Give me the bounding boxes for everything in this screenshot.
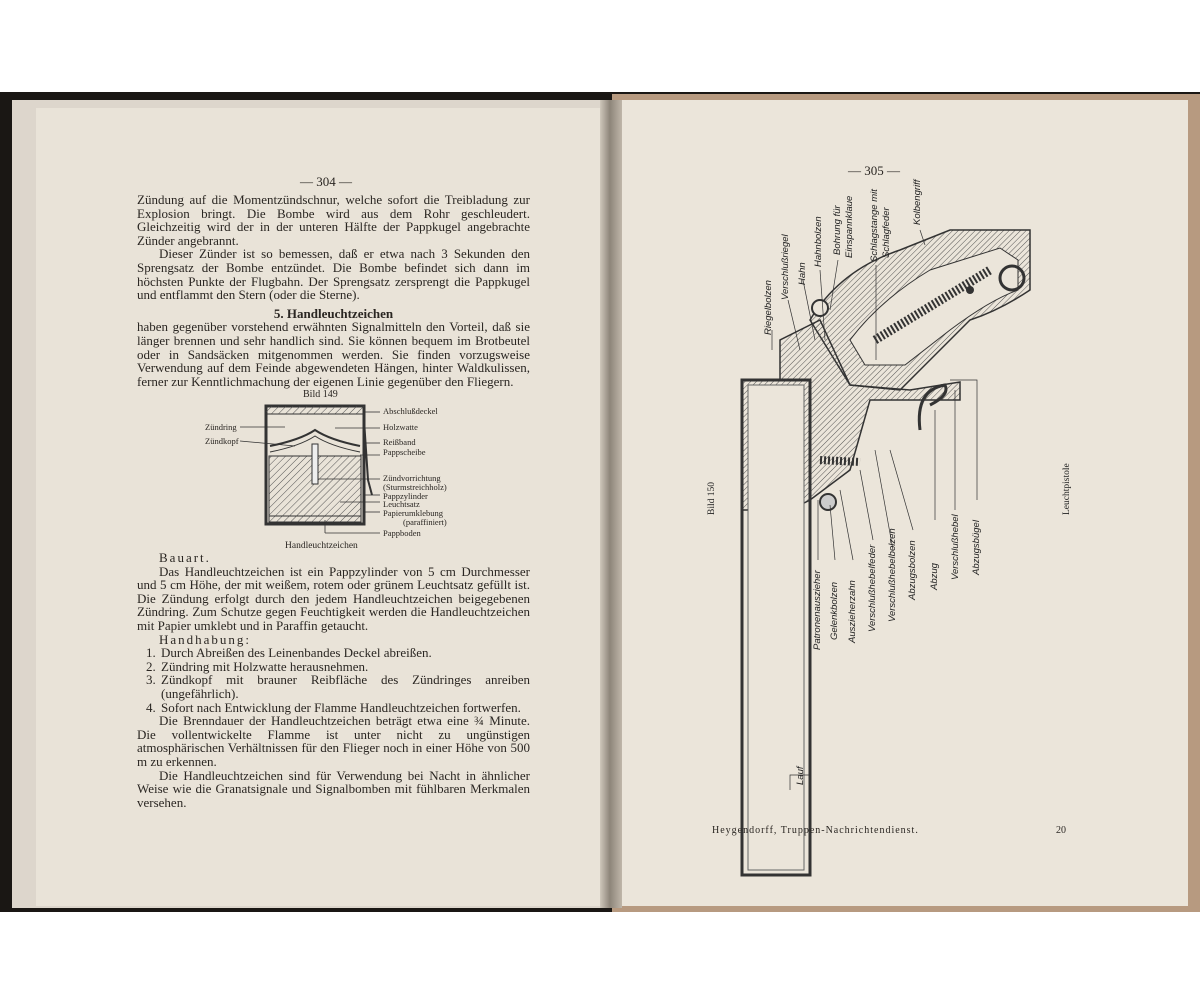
label-zuendvorrichtung: Zündvorrichtung [383,473,441,483]
handhabung-heading: Handhabung: [159,631,252,647]
step: Zündkopf mit brauner Reibfläche des Zünd… [159,673,530,700]
bauart-heading: Bauart. [159,550,211,565]
text-block-top: Zündung auf die Momentzündschnur, welche… [137,193,530,388]
book-spine [600,100,622,908]
label-zuendkopf: Zündkopf [205,436,239,446]
page-number-right: — 305 — [848,163,900,178]
paragraph: Die Brenndauer der Handleuchtzeichen bet… [137,713,530,769]
label-schlagstange: Schlagstange mit [869,189,880,262]
label-hahn: Hahn [797,262,808,285]
label-sturmstreichholz: (Sturmstreichholz) [383,482,447,492]
label-abzug: Abzug [929,563,940,590]
step: Zündring mit Holzwatte herausnehmen. [159,660,530,674]
figure-title-right: Leuchtpistole [1062,463,1072,515]
label-gelenkbolzen: Gelenkbolzen [829,581,840,640]
leuchtpistole-diagram [740,229,1031,877]
page-number-left: — 304 — [300,174,352,189]
label-einspannklaue: Einspannklaue [844,195,855,258]
label-paraffiniert: (paraffiniert) [403,517,447,527]
paragraph: Das Handleuchtzeichen ist ein Pappzylind… [137,563,530,633]
footer-sheet-number: 20 [1056,825,1066,836]
label-pappboden: Pappboden [383,528,421,538]
label-verschlussriegel: Verschlußriegel [780,234,791,300]
label-schlagfeder: Schlagfeder [881,207,892,258]
text-block-bottom: Bauart. Das Handleuchtzeichen ist ein Pa… [137,551,530,809]
label-riegelbolzen: Riegelbolzen [763,280,774,335]
label-auszieherzahn: Auszieherzahn [847,580,858,643]
paragraph: Zündung auf die Momentzündschnur, welche… [137,192,530,248]
label-kolbengriff: Kolbengriff [912,179,923,225]
step: Durch Abreißen des Leinenbandes Deckel a… [159,646,530,660]
label-patronenauszieher: Patronenauszieher [812,570,823,650]
paragraph: Die Handleuchtzeichen sind für Verwendun… [137,767,530,810]
step: Sofort nach Entwicklung der Flamme Handl… [159,700,530,715]
figure-number-right: Bild 150 [707,482,717,515]
label-papierumklebung: Papierumklebung [383,508,443,518]
label-abschlussdeckel: Abschlußdeckel [383,406,438,416]
label-zuendring: Zündring [205,422,237,432]
label-bohrung-fuer: Bohrung für [832,205,843,255]
label-lauf: Lauf [795,766,806,786]
label-verschlusshebelbolzen: Verschlußhebelbolzen [887,528,898,622]
handleuchtzeichen-diagram [239,404,380,534]
label-leuchtsatz: Leuchtsatz [383,499,420,509]
section-heading: 5. Handleuchtzeichen [273,305,394,321]
handling-steps: Durch Abreißen des Leinenbandes Deckel a… [137,646,530,714]
label-verschlusshebelfeder: Verschlußhebelfeder [867,544,878,632]
label-hahnbolzen: Hahnbolzen [813,216,824,267]
label-pappzylinder: Pappzylinder [383,491,428,501]
footer-signature: Heygendorff, Truppen-Nachrichtendienst. [712,825,919,836]
label-verschlusshebel: Verschlußhebel [950,514,961,580]
figure-number: Bild 149 [303,389,338,400]
label-reissband: Reißband [383,437,416,447]
label-pappscheibe: Pappscheibe [383,447,426,457]
label-abzugsbuegel: Abzugsbügel [971,520,982,575]
paragraph: Dieser Zünder ist so bemessen, daß er et… [137,246,530,303]
label-abzugsbolzen: Abzugsbolzen [907,540,918,600]
figure-caption: Handleuchtzeichen [285,541,358,551]
label-holzwatte: Holzwatte [383,422,418,432]
paragraph: haben gegenüber vorstehend erwähnten Sig… [137,319,530,389]
